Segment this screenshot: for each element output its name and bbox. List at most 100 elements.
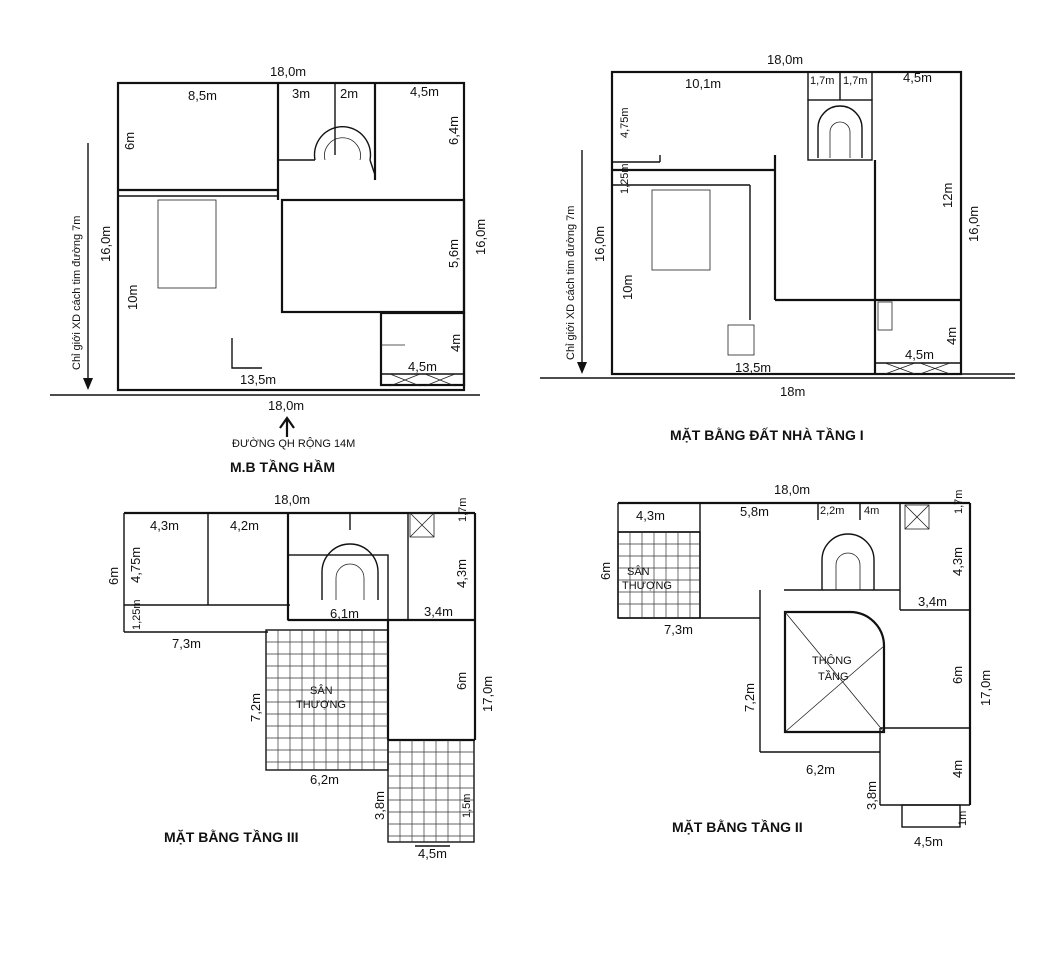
dim-label: 6m — [454, 672, 469, 690]
dim-label: 8,5m — [188, 88, 217, 103]
dim-label: 7,2m — [742, 683, 757, 712]
dim-label: 10m — [125, 285, 140, 310]
dim-label: 1,7m — [953, 490, 965, 514]
plan-third — [123, 511, 477, 847]
dim-label: 4,5m — [418, 846, 447, 861]
third-labels: 18,0m 4,3m 4,2m 1,7m 6m 4,75m 1,25m 4,3m… — [106, 492, 495, 861]
dim-label: 1,7m — [810, 75, 834, 87]
dim-label: 4m — [944, 327, 959, 345]
dim-label: 7,3m — [172, 636, 201, 651]
terrace-grid — [617, 531, 701, 619]
dim-label: 13,5m — [240, 372, 276, 387]
dim-label: 16,0m — [592, 226, 607, 262]
void-label: TẦNG — [818, 670, 849, 683]
plan-ground — [540, 70, 1015, 379]
dim-label: 18,0m — [767, 52, 803, 67]
central-room — [280, 198, 466, 314]
terrace-label: SÂN — [310, 684, 333, 697]
dim-label: 5,6m — [446, 239, 461, 268]
dim-label: 1,7m — [457, 498, 469, 522]
terrace-label: THƯỢNG — [622, 580, 672, 592]
arrow-head-icon — [83, 378, 93, 390]
spiral-stair — [313, 126, 372, 161]
dim-label: 6m — [598, 562, 613, 580]
site-outline — [610, 70, 963, 376]
dim-label: 18,0m — [268, 398, 304, 413]
dim-label: 4,5m — [914, 834, 943, 849]
balcony — [901, 804, 961, 828]
plan-caption: MẶT BẰNG TẦNG III — [164, 828, 299, 845]
arrow-head-icon — [577, 362, 587, 374]
dim-label: 18,0m — [274, 492, 310, 507]
dim-label: 4m — [950, 760, 965, 778]
dim-label: 1,7m — [843, 75, 867, 87]
dim-label: 6,4m — [446, 116, 461, 145]
spiral-stair — [821, 533, 875, 590]
dim-label: 2,2m — [820, 505, 844, 517]
dim-label: 7,2m — [248, 693, 263, 722]
dim-label: 12m — [940, 183, 955, 208]
dim-label: 1,5m — [461, 794, 473, 818]
dim-label: 4m — [448, 334, 463, 352]
grid-lines — [618, 532, 700, 618]
dim-label: 4,75m — [619, 107, 631, 138]
terrace-grid-lower — [387, 739, 475, 843]
ramp-hatch — [157, 199, 217, 289]
void-label: THÔNG — [812, 654, 852, 667]
site-outline — [116, 81, 466, 392]
dim-label: 3,8m — [864, 781, 879, 810]
dim-label: 6m — [950, 666, 965, 684]
dim-label: 6,2m — [806, 762, 835, 777]
dim-label: 4,5m — [905, 347, 934, 362]
plan-second — [617, 501, 972, 828]
wall — [369, 159, 376, 176]
stair-well — [807, 99, 873, 161]
void-area — [783, 610, 886, 734]
spiral-stair — [321, 543, 379, 600]
road-arrow-icon — [279, 416, 295, 437]
spiral-stair — [817, 105, 863, 158]
plan-caption: MẶT BẰNG TẦNG II — [672, 818, 803, 835]
small-stair — [231, 338, 262, 369]
terrace-label: THƯỢNG — [296, 699, 346, 711]
terrace-label: SÂN — [627, 565, 650, 578]
dim-label: 3m — [292, 86, 310, 101]
dim-label: 18m — [780, 384, 805, 399]
dim-label: 6,1m — [330, 606, 359, 621]
dim-label: 1,25m — [131, 599, 143, 630]
dim-label: 4,3m — [950, 547, 965, 576]
dim-label: 18,0m — [270, 64, 306, 79]
dim-label: 16,0m — [473, 219, 488, 255]
dim-label: 3,4m — [424, 604, 453, 619]
dim-label: 3,8m — [372, 791, 387, 820]
dim-label: 4m — [864, 505, 879, 517]
dim-label: 4,2m — [230, 518, 259, 533]
dim-label: 4,75m — [128, 547, 143, 583]
dim-label: 1m — [957, 811, 969, 826]
dim-label: 10,1m — [685, 76, 721, 91]
dim-label: 4,5m — [410, 84, 439, 99]
dim-label: 2m — [340, 86, 358, 101]
dim-label: 6m — [122, 132, 137, 150]
grid-lines — [266, 630, 474, 842]
plan-basement — [50, 81, 480, 437]
shaft-box — [904, 504, 930, 530]
dim-label: 17,0m — [480, 676, 495, 712]
dim-label: 6,2m — [310, 772, 339, 787]
dim-label: 7,3m — [664, 622, 693, 637]
dim-label: 16,0m — [98, 226, 113, 262]
spiral-stair-inner — [324, 137, 361, 161]
dim-label: 17,0m — [978, 670, 993, 706]
ramp-hatch — [651, 189, 711, 271]
terrace-grid — [265, 629, 389, 771]
setback-label: Chỉ giới XD cách tim đường 7m — [565, 206, 577, 360]
setback-label: Chỉ giới XD cách tim đường 7m — [71, 216, 83, 370]
dim-label: 4,5m — [903, 70, 932, 85]
road-label: ĐƯỜNG QH RỘNG 14M — [232, 437, 355, 450]
plan-caption: MẶT BẰNG ĐẤT NHÀ TẦNG I — [670, 426, 864, 443]
shaft-box — [409, 512, 435, 538]
dim-label: 4,3m — [454, 559, 469, 588]
ground-labels: 18,0m 10,1m 1,7m 1,7m 4,5m 4,75m 1,25m 1… — [565, 52, 981, 443]
second-labels: 18,0m 4,3m 5,8m 2,2m 4m 1,7m 6m SÂN THƯỢ… — [598, 482, 993, 849]
